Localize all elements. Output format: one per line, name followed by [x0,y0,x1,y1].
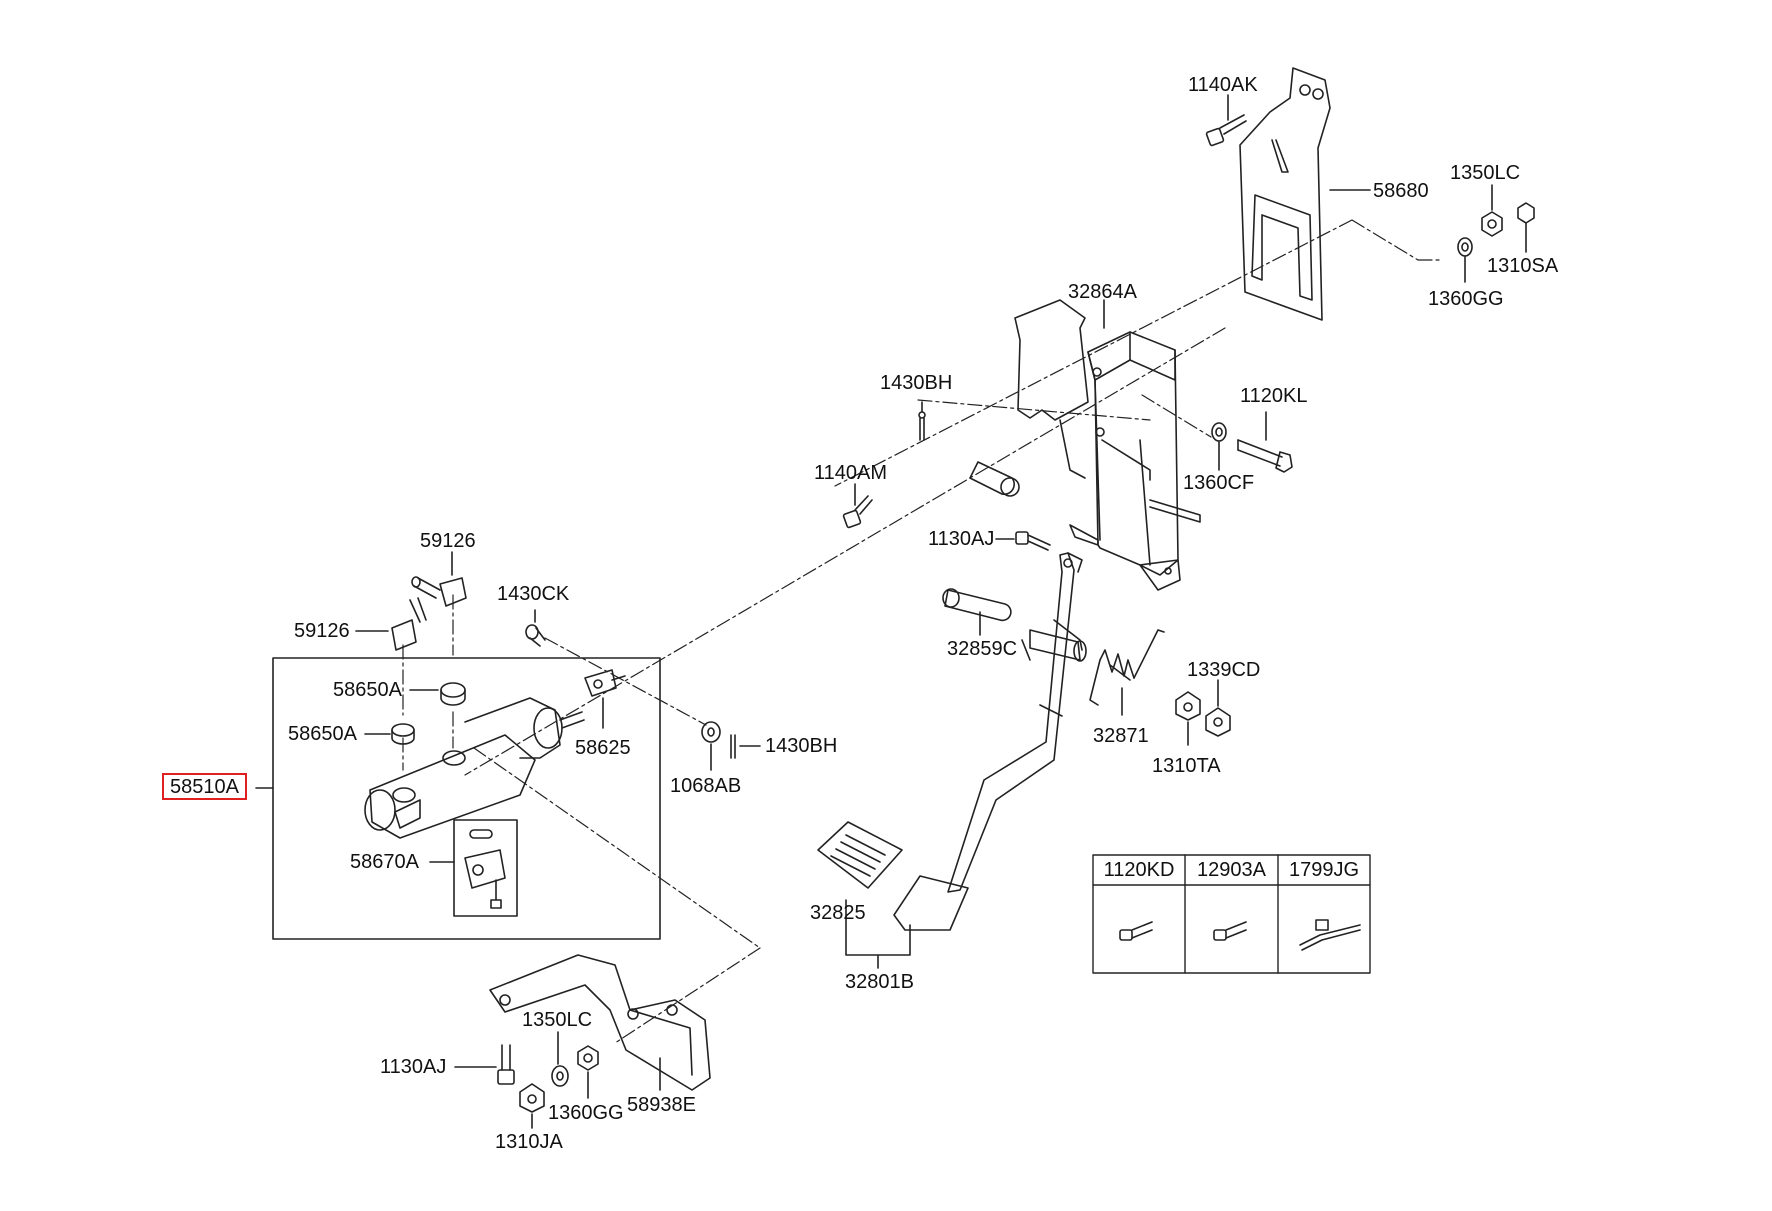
cap-59126-top-icon [411,576,467,607]
clevis-58625-icon [584,669,626,697]
support-bracket-32864a [1014,299,1201,591]
nut-1310ta-icon [1175,691,1201,721]
bolt-1140am-icon [842,495,873,529]
nut-1339cd-icon [1205,707,1231,737]
seal-58650a-b-icon [391,723,415,745]
washer-1350lc-bot-icon [551,1065,569,1087]
callout-58510a[interactable]: 58510A [162,773,247,800]
pin-1430bh-top-icon [918,411,926,441]
callout-1350lc-top: 1350LC [1450,162,1521,184]
callout-1120kl: 1120KL [1240,385,1308,407]
callout-1310sa: 1310SA [1487,255,1559,277]
sensor-subbox [453,819,518,917]
bushing-32859c-icon [942,588,1012,622]
bracket-58680 [1239,67,1331,321]
callout-58650a-a: 58650A [333,679,402,701]
fastener-12903a-icon [1213,921,1247,941]
callout-1310ta: 1310TA [1152,755,1221,777]
nut-1350lc-top-icon [1481,211,1503,237]
callout-58938e: 58938E [627,1094,696,1116]
callout-1130aj-top: 1130AJ [928,528,995,550]
callout-58650a-b: 58650A [288,723,357,745]
callout-1360gg-top: 1360GG [1428,288,1504,310]
pivot-bushing-icon [969,461,1020,497]
pin-1430ck-icon [525,624,546,647]
pedal-pad-32825-icon [817,821,903,889]
bolt-1120kl-icon [1237,439,1293,473]
cap-59126-left-icon [391,597,427,651]
master-cylinder-box [272,657,661,940]
pedal-pad-32801b-icon [893,875,969,931]
callout-32801b: 32801B [845,971,914,993]
callout-1430ck: 1430CK [497,583,570,605]
bolt-1140ak-icon [1205,114,1247,147]
seal-58650a-a-icon [440,682,466,706]
assembly-lines [402,219,1441,1044]
callout-32859c: 32859C [947,638,1018,660]
callout-1430bh-top: 1430BH [880,372,953,394]
callout-32864a: 32864A [1068,281,1137,303]
bolt-1130aj-bot-icon [497,1044,515,1085]
callout-58625: 58625 [575,737,631,759]
callout-1310ja: 1310JA [495,1131,563,1153]
bracket-58938e [489,954,711,1091]
callout-32871: 32871 [1093,725,1149,747]
leader-32801b [845,899,911,969]
callout-1350lc-bot: 1350LC [522,1009,593,1031]
callout-1430bh-mid: 1430BH [765,735,838,757]
callout-59126-left: 59126 [294,620,350,642]
nut-1310ja-icon [519,1083,545,1113]
callout-58680: 58680 [1373,180,1429,202]
sensor-58670a-icon [464,829,506,909]
cable-tie-1799jg-icon [1299,919,1361,951]
callout-1140ak: 1140AK [1188,74,1258,96]
callout-1130aj-bot: 1130AJ [380,1056,447,1078]
legend-header-1120kd: 1120KD [1103,859,1175,881]
callout-1068ab: 1068AB [670,775,742,797]
washer-1360cf-icon [1211,422,1227,442]
legend-header-12903a: 12903A [1197,859,1266,881]
nut-1310sa-icon [1517,202,1535,224]
callout-1360gg-bot: 1360GG [548,1102,624,1124]
callout-32825: 32825 [810,902,866,924]
callout-58670a: 58670A [350,851,419,873]
pin-1430bh-mid-icon [730,734,736,759]
callout-1140am: 1140AM [814,462,888,484]
legend-table-grid [1092,854,1371,974]
master-cylinder-icon [364,697,585,839]
arm-sleeve-icon [1029,629,1087,662]
nut-1360gg-bot-icon [577,1045,599,1071]
callout-59126-top: 59126 [420,530,476,552]
fastener-1120kd-icon [1119,921,1153,941]
washer-1068ab-icon [701,721,721,743]
bolt-1130aj-top-icon [1015,531,1051,551]
legend-header-1799jg: 1799JG [1288,859,1360,881]
spring-32871-icon [1089,629,1165,706]
clutch-pedal-arm [947,552,1083,893]
callout-1339cd: 1339CD [1187,659,1261,681]
washer-1360gg-top-icon [1457,237,1473,257]
callout-1360cf: 1360CF [1183,472,1255,494]
